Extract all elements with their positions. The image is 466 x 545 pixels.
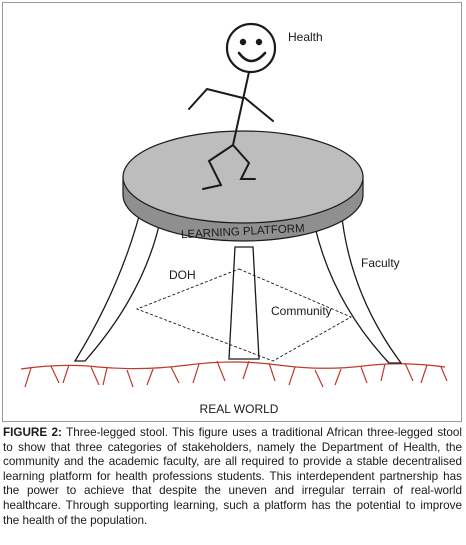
terrain-line bbox=[20, 361, 446, 370]
smiley-head bbox=[225, 22, 277, 74]
leg-doh bbox=[73, 199, 162, 362]
ground-terrain bbox=[20, 360, 448, 388]
figure-body bbox=[232, 71, 250, 146]
figure-arm-right bbox=[244, 97, 274, 122]
leg-faculty bbox=[314, 207, 403, 364]
caption-text: Three-legged stool. This figure uses a t… bbox=[3, 426, 463, 527]
three-legged-stool-diagram: LEARNING PLATFORM Health DOH Faculty Com… bbox=[20, 22, 448, 416]
figure-frame: LEARNING PLATFORM Health DOH Faculty Com… bbox=[2, 2, 462, 422]
figure-leg-left bbox=[202, 144, 234, 190]
stick-figure bbox=[188, 22, 277, 190]
smiley-eye-right bbox=[255, 38, 263, 46]
learning-platform: LEARNING PLATFORM bbox=[122, 130, 364, 242]
label-doh: DOH bbox=[169, 268, 196, 282]
stool-legs bbox=[73, 199, 403, 364]
leg-community bbox=[228, 246, 260, 360]
figure-leg-right bbox=[232, 144, 256, 180]
label-real-world: REAL WORLD bbox=[200, 402, 279, 416]
label-faculty: Faculty bbox=[361, 256, 400, 270]
figure-arm-left bbox=[188, 87, 244, 110]
partnership-triangle bbox=[135, 268, 353, 362]
label-health: Health bbox=[288, 30, 323, 44]
caption-label: FIGURE 2: bbox=[3, 426, 62, 439]
label-community: Community bbox=[271, 304, 332, 318]
smiley-eye-left bbox=[239, 38, 247, 46]
terrain-roots bbox=[24, 360, 448, 388]
smiley-mouth bbox=[237, 51, 267, 63]
figure-caption: FIGURE 2: Three-legged stool. This figur… bbox=[3, 426, 462, 542]
